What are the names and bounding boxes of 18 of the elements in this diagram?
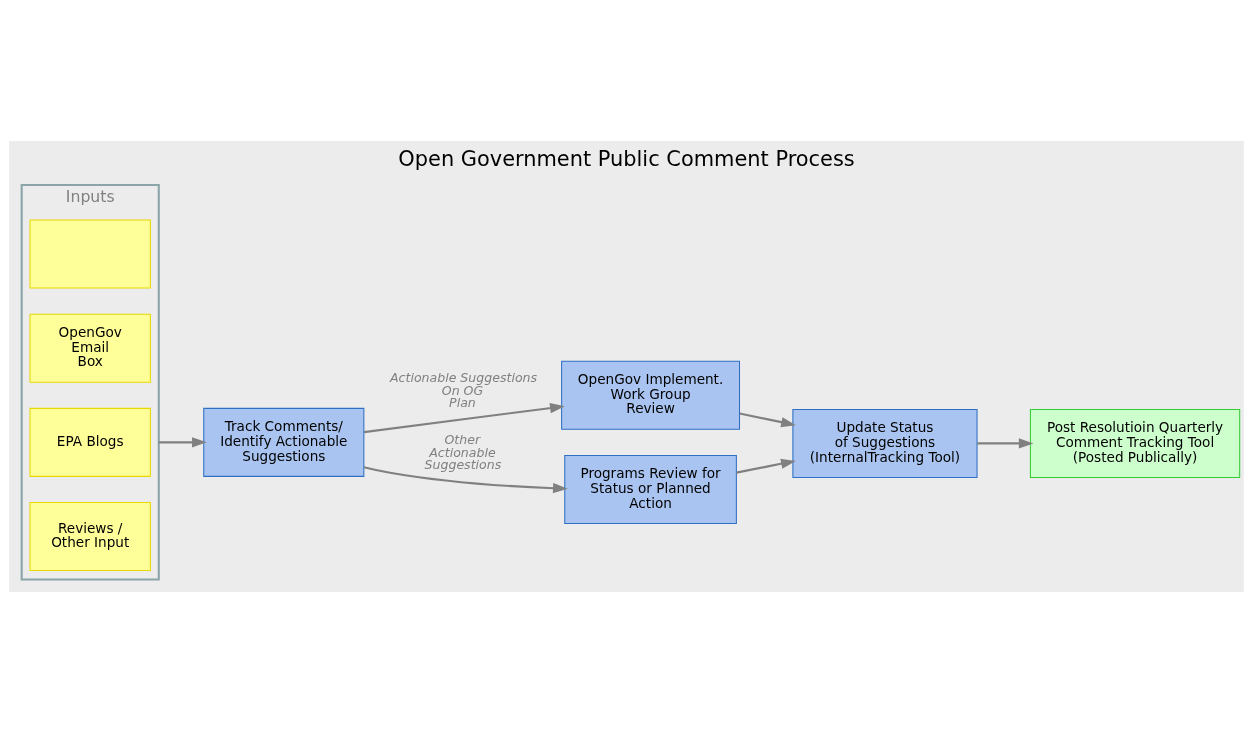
- node-box: OpenGov Email Box: [29, 313, 151, 383]
- arrow: [736, 458, 796, 474]
- node-box: Post Resolutioin Quarterly Comment Tracking Tool (Posted Publically): [1029, 408, 1241, 478]
- diagram-title: Open Government Public Comment Process: [398, 146, 855, 171]
- node-box: Track Comments/ Identify Actionable Suggestions: [203, 407, 365, 477]
- node-box: EPA Blogs: [29, 407, 151, 477]
- edge-label: Actionable Suggestions On OG Plan: [390, 369, 538, 410]
- arrow: [158, 436, 207, 447]
- arrow: [739, 412, 796, 427]
- node-box: Update Status of Suggestions (InternalTracking Tool): [792, 408, 978, 478]
- node-box: OpenGov Implement. Work Group Review: [561, 360, 741, 430]
- node-box: [29, 218, 151, 289]
- arrow: [977, 437, 1034, 449]
- arrow: [363, 402, 565, 433]
- node-box: Reviews / Other Input: [29, 501, 151, 571]
- edge-label: Other Actionable Suggestions: [424, 431, 502, 472]
- arrow: [363, 465, 568, 493]
- node-box: Programs Review for Status or Planned Action: [564, 454, 737, 524]
